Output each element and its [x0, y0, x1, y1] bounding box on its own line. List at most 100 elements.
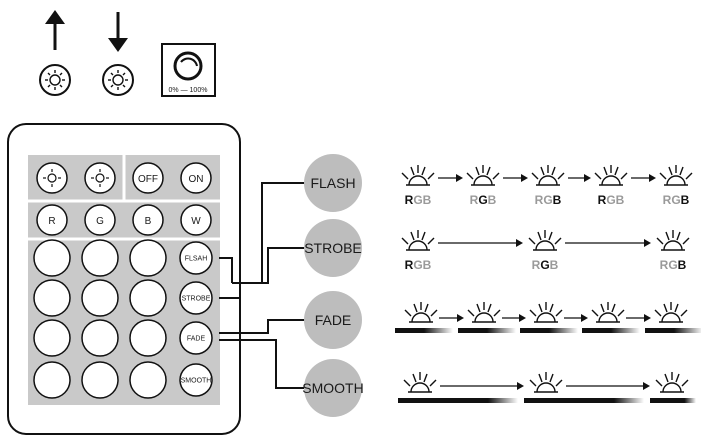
button-label: R [48, 216, 55, 227]
rgb-label: RGB [532, 258, 559, 272]
mode-fade-circle: FADE [304, 291, 362, 349]
color-g-button[interactable]: G [84, 204, 116, 236]
strobe-sequence: RGB RGB RGB [401, 230, 690, 272]
rgb-label: RGB [405, 193, 432, 207]
sequence-arrow [438, 239, 523, 247]
lamp-icon [654, 302, 688, 323]
lamp-icon [528, 230, 562, 251]
color-b-button[interactable]: B [132, 204, 164, 236]
fade-bar [395, 328, 453, 333]
mode-flash-circle: FLASH [304, 154, 362, 212]
color-preset-button[interactable] [33, 319, 71, 357]
arrow-up-icon [45, 10, 65, 24]
connector-lines [219, 182, 305, 389]
dimmer-mode-button[interactable] [36, 162, 68, 194]
brightness-up-button[interactable] [39, 64, 71, 96]
lamp-icon [403, 372, 437, 393]
button-label: OFF [138, 174, 158, 185]
fade-bar [645, 328, 701, 333]
rgb-label: RGB [405, 258, 432, 272]
mode-fade-button[interactable]: FADE [179, 321, 213, 355]
lamp-icon [466, 165, 500, 186]
button-label: SMOOTH [181, 378, 212, 385]
button-label: G [96, 216, 104, 227]
lamp-icon [591, 302, 625, 323]
sun-icon [91, 169, 109, 187]
lamp-icon [404, 302, 438, 323]
mode-strobe-button[interactable]: STROBE [179, 281, 213, 315]
color-r-button[interactable]: R [36, 204, 68, 236]
lamp-icon [656, 230, 690, 251]
rgb-label: RGB [663, 193, 690, 207]
arrow-down-icon [108, 38, 128, 52]
lamp-icon [401, 165, 435, 186]
lamp-icon [531, 165, 565, 186]
brightness-down-group [102, 12, 134, 96]
sequence-arrow [565, 239, 651, 247]
sequence-arrow [503, 174, 528, 182]
sun-icon [108, 70, 128, 90]
sequence-arrow [568, 174, 591, 182]
mode-label: FLASH [310, 175, 355, 191]
sequence-arrow [440, 382, 524, 390]
brightness-up-group [39, 10, 71, 96]
smooth-bar [650, 398, 696, 403]
lamp-icon [594, 165, 628, 186]
lamp-icon [529, 302, 563, 323]
color-w-button[interactable]: W [180, 204, 212, 236]
color-preset-button[interactable] [129, 319, 167, 357]
smooth-bar [524, 398, 644, 403]
button-label: STROBE [182, 296, 211, 303]
mode-smooth-button[interactable]: SMOOTH [179, 363, 213, 397]
fade-bar [520, 328, 578, 333]
sun-icon [45, 70, 65, 90]
fade-bar [582, 328, 640, 333]
sequence-arrow [631, 174, 656, 182]
color-preset-button[interactable] [129, 239, 167, 277]
button-label: FLSAH [185, 256, 208, 263]
rgb-label: RGB [470, 193, 497, 207]
lamp-icon [659, 165, 693, 186]
mode-label: FADE [315, 312, 352, 328]
color-preset-button[interactable] [81, 319, 119, 357]
lamp-icon [655, 372, 689, 393]
sequence-arrow [564, 314, 588, 322]
button-label: B [145, 216, 152, 227]
color-preset-button[interactable] [33, 279, 71, 317]
power-on-button[interactable]: ON [180, 162, 212, 194]
lamp-icon [467, 302, 501, 323]
fade-bar [458, 328, 516, 333]
rgb-label: RGB [535, 193, 562, 207]
dimmer-knob-icon[interactable] [173, 51, 203, 81]
rgb-label: RGB [660, 258, 687, 272]
flash-sequence: RGB RGB RGB RGB RGB [401, 165, 693, 207]
sequence-arrow [566, 382, 650, 390]
color-preset-button[interactable] [81, 361, 119, 399]
sequence-arrow [502, 314, 526, 322]
button-label: W [191, 216, 201, 227]
rgb-label: RGB [598, 193, 625, 207]
smooth-bar [398, 398, 518, 403]
mode-smooth-circle: SMOOTH [302, 359, 364, 417]
sequence-arrow [439, 314, 464, 322]
mode-label: SMOOTH [302, 380, 363, 396]
mode-strobe-circle: STROBE [304, 219, 362, 277]
sun-icon [43, 169, 61, 187]
brightness-down-button[interactable] [102, 64, 134, 96]
lamp-icon [401, 230, 435, 251]
color-preset-button[interactable] [129, 361, 167, 399]
sequence-arrow [626, 314, 651, 322]
color-preset-button[interactable] [33, 361, 71, 399]
color-preset-button[interactable] [33, 239, 71, 277]
mode-flsah-button[interactable]: FLSAH [179, 241, 213, 275]
color-preset-button[interactable] [81, 279, 119, 317]
color-preset-button[interactable] [81, 239, 119, 277]
dimmer-range-label: 0% — 100% [169, 87, 208, 94]
sequence-arrow [438, 174, 463, 182]
lamp-icon [529, 372, 563, 393]
mode-label: STROBE [304, 240, 362, 256]
dimmer-mode-button[interactable] [84, 162, 116, 194]
color-preset-button[interactable] [129, 279, 167, 317]
power-off-button[interactable]: OFF [132, 162, 164, 194]
